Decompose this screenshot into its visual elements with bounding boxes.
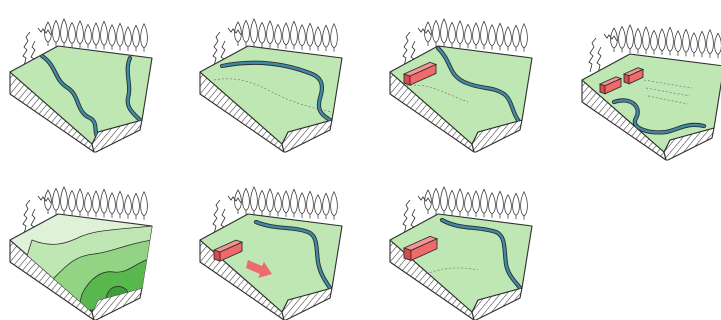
tree-icon bbox=[331, 24, 338, 48]
tree-icon bbox=[141, 24, 148, 48]
tree-icon bbox=[291, 21, 298, 45]
tree-icon bbox=[497, 23, 504, 46]
tree-icon bbox=[53, 188, 60, 210]
tree-icon bbox=[93, 23, 100, 45]
landscape-panel-1 bbox=[2, 2, 162, 152]
tree-icon bbox=[521, 24, 528, 48]
tree-icon bbox=[457, 189, 464, 212]
tree-icon bbox=[307, 23, 314, 46]
tree-icon bbox=[69, 22, 76, 43]
tree-icon bbox=[109, 193, 116, 214]
tree-icon bbox=[441, 19, 448, 43]
tree-icon bbox=[307, 191, 314, 214]
tree-icon bbox=[315, 27, 322, 47]
building-side bbox=[214, 250, 220, 261]
landscape-panel-2 bbox=[192, 2, 352, 152]
tree-icon bbox=[323, 25, 330, 47]
tree-icon bbox=[449, 22, 456, 43]
tree-icon bbox=[141, 192, 148, 216]
tree-icon bbox=[433, 20, 440, 42]
tree-icon bbox=[61, 187, 68, 211]
tree-icon bbox=[315, 195, 322, 215]
tree-icon bbox=[513, 193, 520, 215]
tree-icon bbox=[635, 28, 642, 49]
tree-icon bbox=[489, 25, 496, 46]
tree-icon bbox=[497, 191, 504, 214]
tree-icon bbox=[267, 21, 274, 44]
tree-icon bbox=[457, 21, 464, 44]
tree-icon bbox=[715, 33, 721, 54]
tree-icon bbox=[323, 193, 330, 215]
tree-icon bbox=[659, 29, 666, 51]
tree-icon bbox=[93, 191, 100, 213]
tree-icon bbox=[251, 19, 258, 43]
tree-icon bbox=[707, 30, 714, 54]
tree-icon bbox=[85, 192, 92, 212]
tree-icon bbox=[275, 192, 282, 212]
tree-icon bbox=[481, 189, 488, 213]
tree-icon bbox=[651, 30, 658, 50]
tree-icon bbox=[299, 25, 306, 46]
tree-icon bbox=[441, 187, 448, 211]
tree-icon bbox=[109, 25, 116, 46]
tree-icon bbox=[125, 27, 132, 47]
tree-icon bbox=[667, 27, 674, 51]
tree-icon bbox=[259, 22, 266, 43]
tree-icon bbox=[117, 23, 124, 46]
tree-icon bbox=[101, 21, 108, 45]
tree-icon bbox=[283, 191, 290, 213]
building-side bbox=[624, 74, 629, 84]
landscape-panel-5 bbox=[2, 170, 162, 320]
tree-icon bbox=[133, 193, 140, 215]
tree-icon bbox=[61, 19, 68, 43]
tree-icon bbox=[619, 26, 626, 48]
building-side bbox=[404, 248, 411, 260]
landscape-panel-6 bbox=[192, 170, 352, 320]
tree-icon bbox=[505, 27, 512, 47]
tree-icon bbox=[243, 188, 250, 210]
tree-icon bbox=[489, 193, 496, 214]
tree-icon bbox=[643, 27, 650, 50]
tree-icon bbox=[465, 24, 472, 44]
tree-icon bbox=[291, 189, 298, 213]
tree-icon bbox=[505, 195, 512, 215]
tree-icon bbox=[331, 192, 338, 216]
tree-icon bbox=[125, 195, 132, 215]
tree-icon bbox=[101, 189, 108, 213]
tree-icon bbox=[77, 189, 84, 212]
tree-icon bbox=[117, 191, 124, 214]
tree-icon bbox=[243, 20, 250, 42]
tree-icon bbox=[275, 24, 282, 44]
tree-icon bbox=[133, 25, 140, 47]
tree-icon bbox=[513, 25, 520, 47]
tree-icon bbox=[85, 24, 92, 44]
tree-icon bbox=[299, 193, 306, 214]
tree-icon bbox=[473, 23, 480, 45]
landscape-panel-3 bbox=[382, 2, 542, 152]
tree-icon bbox=[691, 33, 698, 53]
tree-icon bbox=[283, 23, 290, 45]
tree-icon bbox=[699, 31, 706, 53]
tree-icon bbox=[473, 191, 480, 213]
tree-icon bbox=[449, 190, 456, 211]
tree-icon bbox=[267, 189, 274, 212]
tree-icon bbox=[627, 25, 634, 49]
tree-icon bbox=[675, 31, 682, 52]
building-side bbox=[600, 84, 605, 94]
landscape-panel-7 bbox=[382, 170, 542, 320]
tree-icon bbox=[259, 190, 266, 211]
tree-icon bbox=[521, 192, 528, 216]
tree-icon bbox=[77, 21, 84, 44]
landscape-panel-4 bbox=[574, 10, 721, 160]
tree-icon bbox=[433, 188, 440, 210]
building-side bbox=[404, 74, 410, 85]
tree-icon bbox=[465, 192, 472, 212]
tree-icon bbox=[69, 190, 76, 211]
tree-icon bbox=[251, 187, 258, 211]
tree-icon bbox=[481, 21, 488, 45]
tree-icon bbox=[683, 29, 690, 52]
tree-icon bbox=[53, 20, 60, 42]
